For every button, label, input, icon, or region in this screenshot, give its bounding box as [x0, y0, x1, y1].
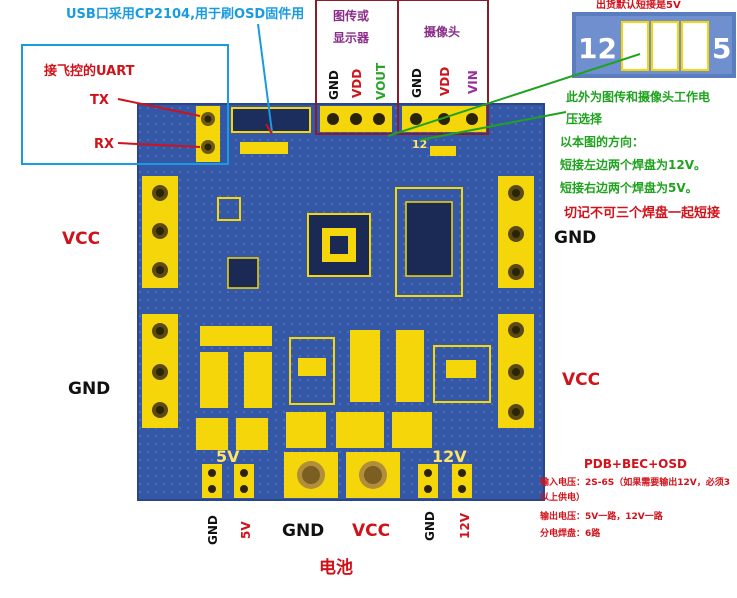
- bottom-pin-gnd-right: GND: [423, 511, 437, 541]
- usb-arrow: [257, 23, 273, 133]
- usb-arrow-head: [265, 123, 273, 135]
- silk-5v: 5V: [216, 447, 240, 466]
- voltage-note-4: 短接左边两个焊盘为12V。: [560, 157, 706, 172]
- rx-label: RX: [94, 137, 114, 152]
- bottom-gnd-label: GND: [282, 521, 324, 541]
- voltage-note-2: 压选择: [566, 111, 603, 126]
- usb-note: USB口采用CP2104,用于刷OSD固件用: [66, 6, 304, 22]
- vtx-pin-vout: VOUT: [374, 62, 388, 100]
- svg-text:5: 5: [712, 32, 731, 65]
- uart-title: 接飞控的UART: [44, 63, 135, 79]
- vtx-pin-vdd: VDD: [350, 69, 364, 98]
- tx-label: TX: [90, 93, 109, 108]
- left-power-pads: [142, 176, 178, 428]
- cam-pin-vdd: VDD: [438, 67, 452, 96]
- tx-arrow: [117, 98, 201, 117]
- uart-pads: [196, 106, 220, 162]
- voltage-note-6: 切记不可三个焊盘一起短接: [564, 205, 720, 221]
- spec-line-3: 输出电压：5V一路，12V一路: [540, 510, 664, 522]
- spec-title: PDB+BEC+OSD: [584, 457, 687, 471]
- gnd-left-label: GND: [68, 379, 110, 399]
- bottom-pin-12v: 12V: [458, 512, 472, 539]
- spec-line-4: 分电焊盘：6路: [540, 527, 601, 539]
- rx-arrow: [117, 142, 201, 148]
- vtx-title-line1: 图传或: [333, 8, 369, 23]
- gnd-right-label: GND: [554, 228, 596, 248]
- vcc-left-label: VCC: [62, 229, 100, 249]
- silk-12v: 12V: [432, 447, 467, 466]
- cam-header-box: [397, 0, 489, 135]
- vtx-pin-gnd: GND: [327, 70, 341, 100]
- vcc-right-label: VCC: [562, 370, 600, 390]
- voltage-note-1: 此外为图传和摄像头工作电: [566, 89, 710, 104]
- battery-label: 电池: [319, 557, 353, 578]
- voltage-arrow-2: [419, 111, 567, 141]
- cam-pin-vin: VIN: [466, 70, 480, 94]
- bottom-pin-5v: 5V: [239, 521, 253, 539]
- cam-header-pins: [402, 106, 486, 132]
- components: [196, 142, 491, 450]
- voltage-note-5: 短接右边两个焊盘为5V。: [560, 180, 698, 195]
- vtx-title-line2: 显示器: [333, 31, 370, 45]
- silk-12: 12: [412, 138, 427, 151]
- battery-pads: [202, 452, 472, 498]
- right-power-pads: [498, 176, 534, 428]
- spec-line-2: 以上供电）: [540, 491, 585, 503]
- uart-callout-box: [21, 44, 229, 165]
- voltage-arrow-1: [387, 53, 641, 137]
- vtx-header-pins: [320, 106, 392, 132]
- cam-pin-gnd: GND: [410, 68, 424, 98]
- cam-title: 摄像头: [424, 24, 460, 39]
- bottom-vcc-label: VCC: [352, 521, 390, 541]
- voltage-note-3: 以本图的方向：: [560, 134, 644, 149]
- bottom-pin-gnd-left: GND: [206, 515, 220, 545]
- factory-default-note: 出货默认短接是5V: [596, 0, 681, 11]
- spec-line-1: 输入电压：2S-6S（如果需要输出12V，必须3: [540, 476, 730, 488]
- svg-text:12: 12: [578, 32, 617, 65]
